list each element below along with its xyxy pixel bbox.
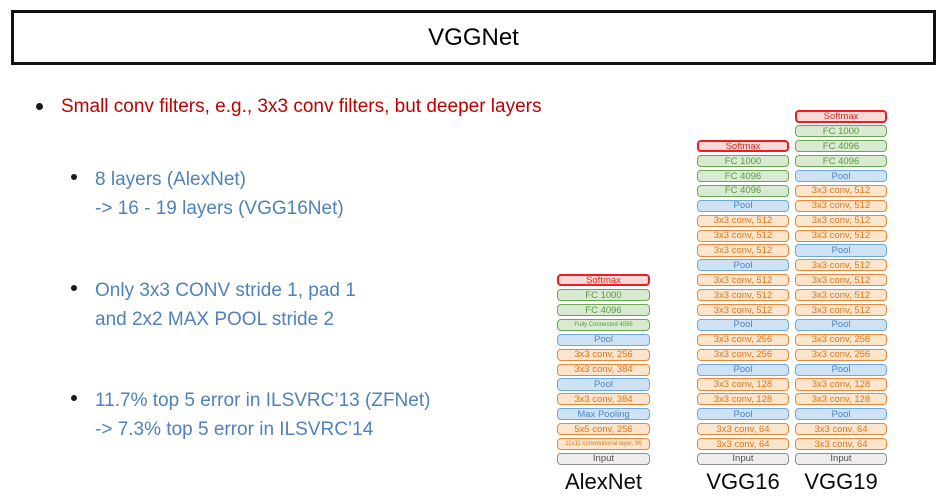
layer-box-conv: 11x11 convolutional layer, 96	[557, 438, 650, 451]
layer-box-pool: Pool	[697, 408, 789, 421]
layer-box-fc: FC 1000	[795, 125, 887, 138]
bullet-dot	[71, 285, 77, 291]
layer-box-conv: 3x3 conv, 512	[697, 289, 789, 302]
network-label: AlexNet	[564, 469, 643, 494]
layer-box-conv: 3x3 conv, 512	[697, 244, 789, 257]
layer-box-fc: FC 4096	[697, 184, 789, 197]
layer-box-pool: Pool	[697, 199, 789, 212]
layer-box-pool: Pool	[697, 318, 789, 331]
layer-box-conv: 3x3 conv, 128	[697, 378, 789, 391]
network-label: VGG16	[706, 469, 780, 494]
layer-box-conv: 3x3 conv, 512	[697, 274, 789, 287]
page-title: VGGNet	[428, 23, 519, 51]
layer-box-conv: 3x3 conv, 256	[795, 348, 887, 361]
sub-bullet-conv: Only 3x3 CONV stride 1, pad 1 and 2x2 MA…	[71, 276, 356, 334]
layer-box-fc: FC 4096	[795, 140, 887, 153]
layer-box-conv: 3x3 conv, 128	[795, 378, 887, 391]
layer-box-conv: 3x3 conv, 256	[557, 348, 650, 361]
layer-box-conv: 3x3 conv, 512	[795, 274, 887, 287]
sub-bullet-error: 11.7% top 5 error in ILSVRC’13 (ZFNet) -…	[71, 386, 430, 444]
sub-bullet-line2: -> 7.3% top 5 error in ILSVRC’14	[95, 419, 374, 440]
sub-bullet-line2: and 2x2 MAX POOL stride 2	[95, 309, 335, 330]
layer-box-conv: 3x3 conv, 384	[557, 363, 650, 376]
sub-bullet-line1: Only 3x3 CONV stride 1, pad 1	[95, 280, 356, 301]
layer-box-fc: FC 1000	[697, 155, 789, 168]
layer-box-conv: 3x3 conv, 512	[697, 214, 789, 227]
layer-box-input: Input	[557, 452, 650, 465]
sub-bullet-text: 8 layers (AlexNet) -> 16 - 19 layers (VG…	[95, 165, 344, 223]
layer-box-conv: 3x3 conv, 256	[795, 333, 887, 346]
layer-box-conv: 3x3 conv, 512	[795, 289, 887, 302]
layer-box-conv: 3x3 conv, 128	[697, 393, 789, 406]
layer-box-pool: Pool	[697, 363, 789, 376]
layer-box-input: Input	[795, 452, 887, 465]
layer-box-conv: 3x3 conv, 256	[697, 333, 789, 346]
layer-box-pool: Pool	[795, 408, 887, 421]
layer-box-conv: 3x3 conv, 64	[697, 438, 789, 451]
layer-box-pool: Pool	[557, 378, 650, 391]
bullet-dot	[71, 395, 77, 401]
layer-box-conv: 3x3 conv, 64	[795, 423, 887, 436]
layer-box-fc: FC 4096	[557, 304, 650, 317]
layer-box-pool: Pool	[795, 318, 887, 331]
layer-box-fc: FC 4096	[795, 155, 887, 168]
bullet-dot	[71, 174, 77, 180]
layer-box-pool: Pool	[557, 333, 650, 346]
layer-box-conv: 3x3 conv, 512	[795, 199, 887, 212]
layer-box-softmax: Softmax	[795, 110, 887, 123]
layer-box-conv: 3x3 conv, 512	[795, 229, 887, 242]
layer-box-conv: 3x3 conv, 512	[795, 214, 887, 227]
layer-box-fc: FC 1000	[557, 289, 650, 302]
layer-box-conv: 3x3 conv, 512	[795, 304, 887, 317]
layer-box-conv: 3x3 conv, 384	[557, 393, 650, 406]
layer-box-input: Input	[697, 452, 789, 465]
sub-bullet-text: Only 3x3 CONV stride 1, pad 1 and 2x2 MA…	[95, 276, 356, 334]
sub-bullet-layers: 8 layers (AlexNet) -> 16 - 19 layers (VG…	[71, 165, 344, 223]
bullet-dot	[36, 103, 43, 110]
layer-box-pool: Pool	[795, 169, 887, 183]
title-box: VGGNet	[11, 10, 936, 65]
layer-box-conv: 3x3 conv, 64	[795, 438, 887, 451]
layer-box-softmax: Softmax	[557, 274, 650, 287]
layer-box-conv: 3x3 conv, 512	[697, 229, 789, 242]
layer-box-conv: 3x3 conv, 64	[697, 423, 789, 436]
main-bullet-text: Small conv filters, e.g., 3x3 conv filte…	[61, 96, 542, 117]
sub-bullet-line1: 11.7% top 5 error in ILSVRC’13 (ZFNet)	[95, 390, 431, 411]
main-bullet: Small conv filters, e.g., 3x3 conv filte…	[36, 95, 596, 119]
layer-box-fc: Fully Connected 4096	[557, 318, 650, 331]
sub-bullet-text: 11.7% top 5 error in ILSVRC’13 (ZFNet) -…	[95, 386, 430, 444]
layer-box-conv: 3x3 conv, 512	[795, 259, 887, 272]
layer-box-conv: 3x3 conv, 512	[795, 184, 887, 197]
layer-box-conv: 3x3 conv, 256	[697, 348, 789, 361]
sub-bullet-line2: -> 16 - 19 layers (VGG16Net)	[95, 198, 344, 219]
layer-box-pool: Pool	[795, 363, 887, 376]
layer-box-fc: FC 4096	[697, 169, 789, 183]
sub-bullet-line1: 8 layers (AlexNet)	[95, 169, 246, 190]
layer-box-conv: 3x3 conv, 128	[795, 393, 887, 406]
layer-box-conv: 5x5 conv, 256	[557, 423, 650, 436]
layer-box-pool: Pool	[697, 259, 789, 272]
layer-box-pool: Max Pooling	[557, 408, 650, 421]
layer-box-conv: 3x3 conv, 512	[697, 304, 789, 317]
network-label: VGG19	[804, 469, 878, 494]
layer-box-softmax: Softmax	[697, 140, 789, 153]
layer-box-pool: Pool	[795, 244, 887, 257]
